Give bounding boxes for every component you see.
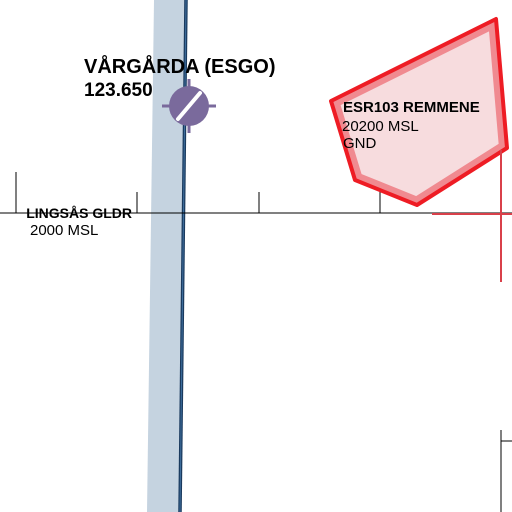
restricted-area-name-label: ESR103 REMMENE <box>343 99 480 116</box>
airport-name-label: VÅRGÅRDA (ESGO) <box>84 56 276 78</box>
airport-frequency-label: 123.650 <box>84 80 153 101</box>
airway-corridor <box>147 0 186 512</box>
airport-icon[interactable] <box>162 79 216 133</box>
glider-area-name-label: LINGSÅS GLDR <box>26 205 132 221</box>
restricted-area-lower-limit-label: GND <box>343 135 377 152</box>
road-line-core <box>179 0 187 512</box>
restricted-area-upper-limit-label: 20200 MSL <box>342 118 419 135</box>
glider-area-altitude-label: 2000 MSL <box>30 222 99 239</box>
restricted-area-polygon[interactable] <box>331 19 507 205</box>
restricted-area-border <box>329 17 509 207</box>
